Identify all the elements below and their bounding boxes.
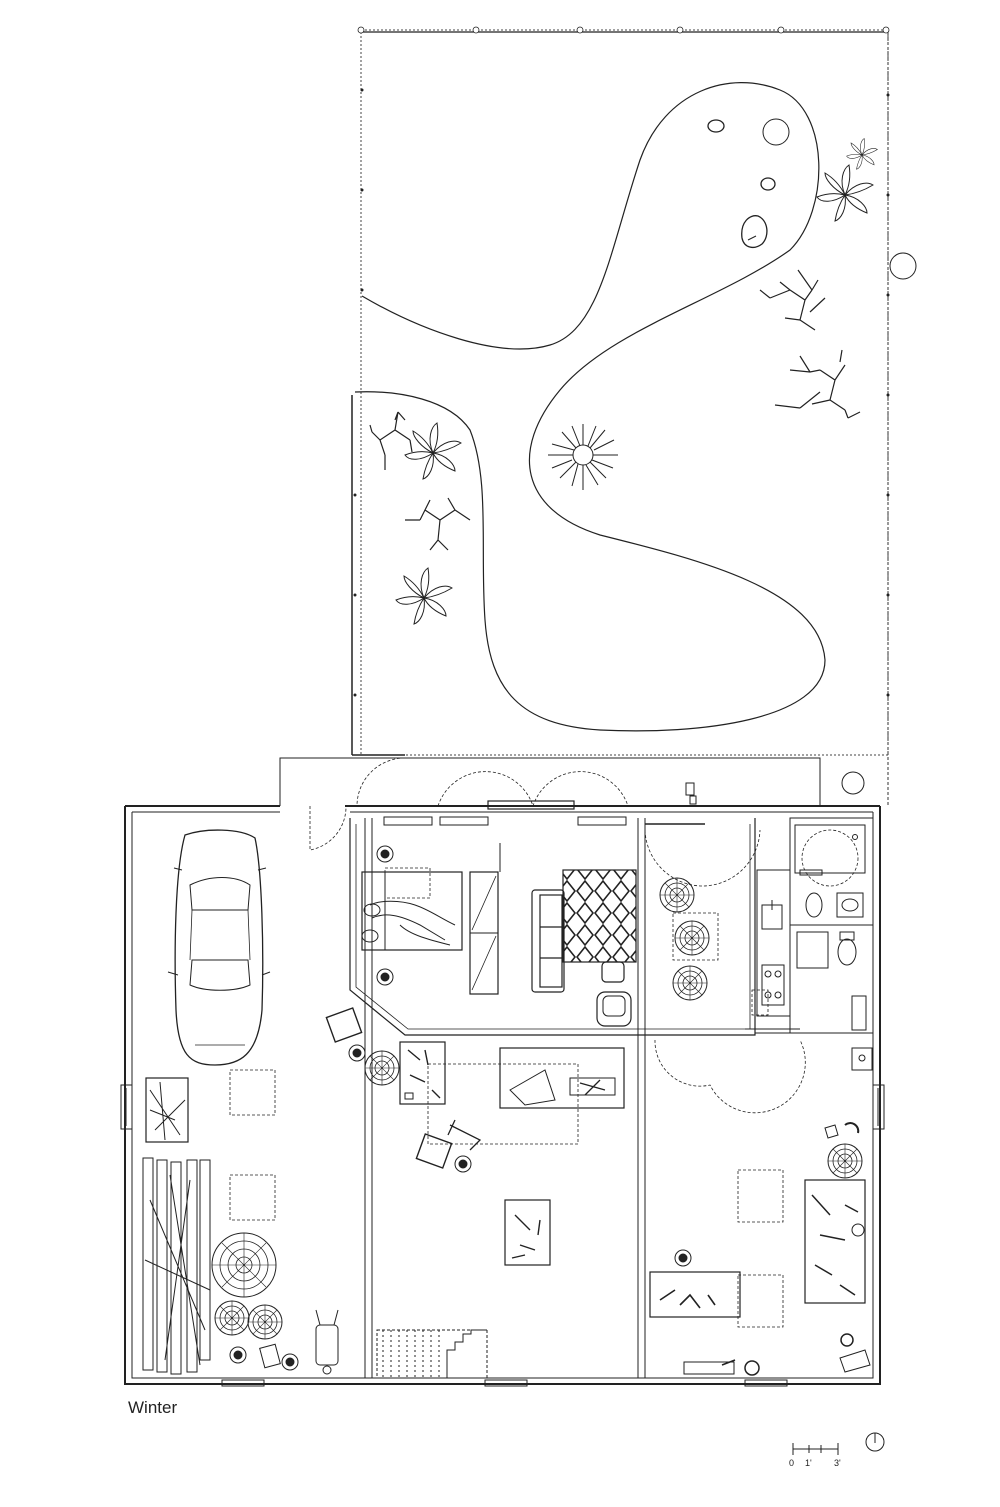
studio-right (649, 1122, 871, 1376)
kitchen (751, 869, 791, 1017)
garden (351, 26, 917, 805)
sofa-icon (531, 889, 565, 993)
scale-label-3: 3' (834, 1458, 841, 1468)
drafting-table-icon (325, 1007, 363, 1043)
car-icon (167, 829, 271, 1066)
scale-label-0: 0 (789, 1458, 794, 1468)
bathroom (794, 824, 873, 1071)
rug (562, 869, 637, 963)
scale-bar (792, 1443, 839, 1455)
wheelbarrow-icon (315, 1309, 339, 1375)
lumber-planks (142, 1157, 211, 1375)
stair-icon (376, 1329, 488, 1379)
tree-trunk-circle (889, 252, 917, 280)
armchair-icon (596, 991, 632, 1027)
basin-icon (836, 892, 864, 918)
drawing-caption: Winter (128, 1398, 178, 1417)
building-walls (120, 757, 885, 1387)
woven-chair-icon (211, 1232, 277, 1298)
studio-center (325, 1007, 625, 1379)
garage (142, 829, 339, 1375)
lawn-outline (354, 82, 826, 732)
shrub-icon (548, 424, 618, 490)
living-room (361, 843, 719, 1027)
toilet-icon (805, 892, 823, 918)
scale-label-1: 1' (805, 1458, 812, 1468)
people-reclining-icon (361, 900, 456, 946)
north-arrow-icon (865, 1432, 885, 1452)
stove-icon (761, 964, 785, 1006)
branch-shrub-icon (369, 269, 861, 551)
